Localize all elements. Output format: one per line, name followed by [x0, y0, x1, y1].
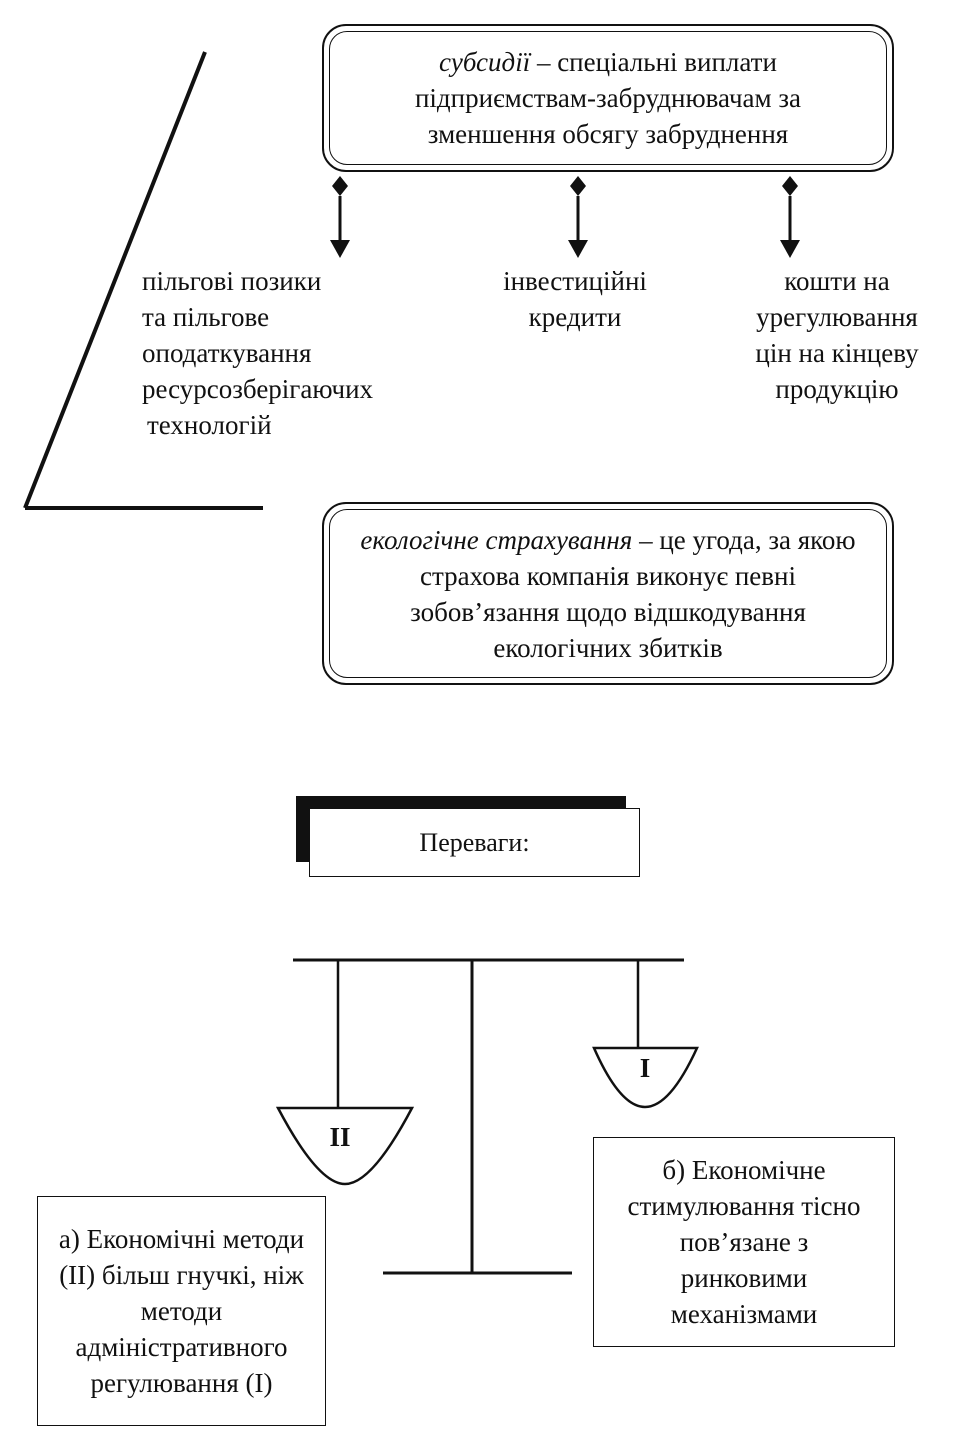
subsidy-type-loans: пільгові позики та пільгове оподаткуванн… — [142, 266, 374, 440]
subsidy-type-prices: кошти на урегулювання цін на кінцеву про… — [755, 266, 919, 404]
insurance-term: екологічне страхування — [360, 524, 633, 555]
scale-pan-right — [592, 1046, 699, 1109]
advantage-b-box: б) Економічне стимулювання тісно пов’яза… — [593, 1137, 895, 1347]
insurance-definition: – це угода, за якою страхова компанія ви… — [410, 524, 856, 663]
scale-drawing — [275, 958, 699, 1275]
arrow-credits — [568, 176, 588, 258]
subsidy-type-credits: інвестиційні кредити — [503, 266, 647, 332]
right-pan-label: I — [639, 1053, 651, 1083]
bracket-diagonal — [23, 51, 207, 509]
advantage-b-text: б) Економічне стимулювання тісно пов’яза… — [627, 1155, 861, 1329]
subsidies-box — [322, 24, 894, 172]
subsidies-term: субсидії — [439, 47, 531, 77]
arrow-loans — [330, 176, 350, 258]
advantage-a-text: а) Економічні методи (ІІ) більш гнучкі, … — [58, 1224, 305, 1398]
scale-pan-left — [275, 1106, 415, 1186]
advantages-title-box: Переваги: — [309, 808, 640, 877]
subsidies-box-text: субсидії – спеціальні виплати підприємст… — [329, 31, 887, 165]
left-pan-label: II — [329, 1122, 351, 1152]
advantage-a-box: а) Економічні методи (ІІ) більш гнучкі, … — [37, 1196, 326, 1426]
insurance-box — [322, 502, 894, 685]
advantages-title: Переваги: — [419, 827, 530, 857]
arrow-prices — [780, 176, 800, 258]
insurance-box-text: екологічне страхування – це угода, за як… — [329, 509, 887, 678]
subsidies-definition: – спеціальні виплати підприємствам-забру… — [414, 47, 802, 149]
